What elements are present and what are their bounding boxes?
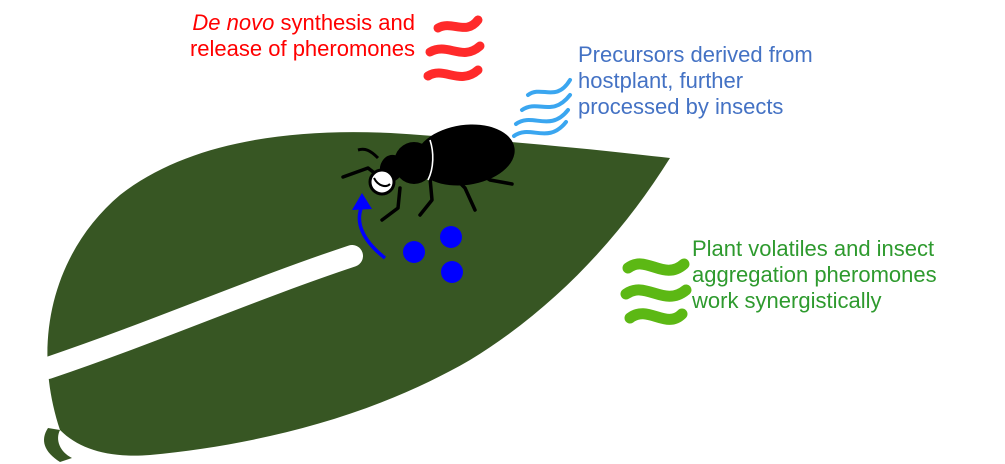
plant-volatiles-line2: aggregation pheromones — [692, 262, 937, 288]
de-novo-italic: De novo — [192, 10, 274, 35]
leaf-shape — [47, 132, 670, 456]
blue-waves-icon — [514, 80, 570, 136]
precursors-line2: hostplant, further — [578, 68, 813, 94]
red-waves-icon — [428, 20, 480, 76]
dot — [441, 261, 463, 283]
dot — [403, 241, 425, 263]
de-novo-line2: release of pheromones — [135, 36, 415, 62]
plant-volatiles-line3: work synergistically — [692, 288, 937, 314]
plant-volatiles-line1: Plant volatiles and insect — [692, 236, 937, 262]
de-novo-label: De novo synthesis and release of pheromo… — [135, 10, 415, 62]
green-waves-icon — [626, 264, 686, 319]
dot — [440, 226, 462, 248]
precursors-line3: processed by insects — [578, 94, 813, 120]
precursors-label: Precursors derived from hostplant, furth… — [578, 42, 813, 120]
precursors-line1: Precursors derived from — [578, 42, 813, 68]
plant-volatiles-label: Plant volatiles and insect aggregation p… — [692, 236, 937, 314]
de-novo-rest: synthesis and — [274, 10, 415, 35]
